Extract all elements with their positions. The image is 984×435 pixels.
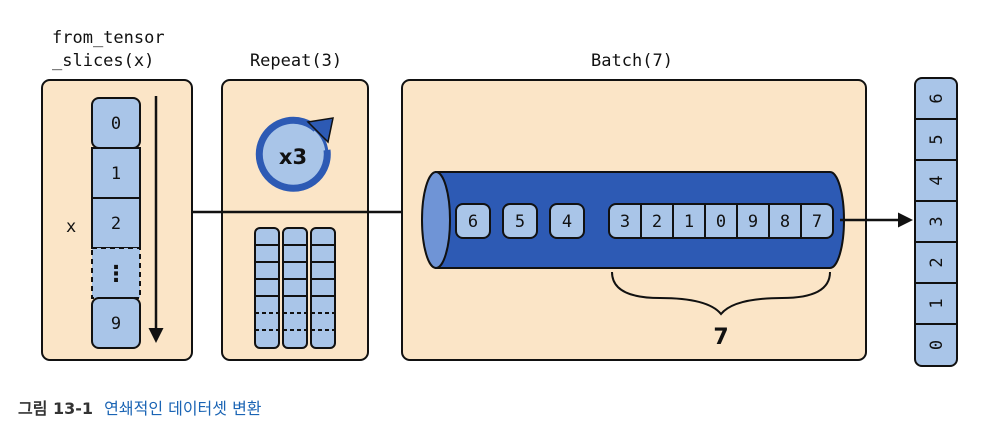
batch-value-7: 7 [812,212,822,232]
pipe-value-4: 4 [562,212,572,232]
batch-size-label: 7 [713,325,728,350]
output-value-4: 4 [927,175,947,185]
tensor-column: 0 1 2 ⋮ 9 [91,97,141,349]
batch-value-2: 2 [652,212,662,232]
output-value-0: 0 [927,340,947,350]
repeated-column-2 [282,227,308,349]
tensor-cell-9 [91,297,141,349]
repeat-cycle-icon: x3 [255,116,334,192]
output-value-3: 3 [927,216,947,226]
repeat-title: Repeat(3) [250,51,342,71]
tensor-value-0: 0 [111,114,121,134]
pipe-item-5 [502,203,538,239]
batch-title: Batch(7) [591,51,673,71]
batch-value-1: 1 [684,212,694,232]
output-value-2: 2 [927,257,947,267]
pipe-items: 6 5 4 [455,203,585,239]
pipe-value-5: 5 [515,212,525,232]
figure-caption: 그림 13-1 연쇄적인 데이터셋 변환 [18,395,262,419]
repeated-column-3 [310,227,336,349]
batch-group: 3 2 1 0 9 8 7 [608,203,834,239]
batch-value-3: 3 [620,212,630,232]
x-variable-label: x [66,217,76,237]
tensor-value-ellipsis: ⋮ [105,262,127,287]
batch-value-0: 0 [716,212,726,232]
from-tensor-slices-title-line1: from_tensor [52,28,165,48]
batch-value-9: 9 [748,212,758,232]
output-batch-container [914,77,958,367]
pipe-value-6: 6 [468,212,478,232]
from-tensor-slices-title-line2: _slices(x) [52,51,154,71]
figure-number: 그림 13-1 [18,399,94,418]
pipe-item-6 [455,203,491,239]
tensor-cell-ellipsis [91,247,141,299]
repeated-column-1 [254,227,280,349]
output-value-5: 5 [927,134,947,144]
output-value-1: 1 [927,298,947,308]
repeat-badge-text: x3 [279,145,307,169]
tensor-value-9: 9 [111,314,121,334]
tensor-cell-2 [91,197,141,249]
tensor-value-2: 2 [111,214,121,234]
batch-value-8: 8 [780,212,790,232]
figure-caption-text: 연쇄적인 데이터셋 변환 [104,399,262,418]
repeated-columns [254,227,336,349]
batch-size-brace [611,271,831,316]
batch-container [608,203,834,239]
output-batch: 6 5 4 3 2 1 0 [914,77,958,367]
pipe-item-4 [549,203,585,239]
output-value-6: 6 [927,93,947,103]
tensor-value-1: 1 [111,164,121,184]
